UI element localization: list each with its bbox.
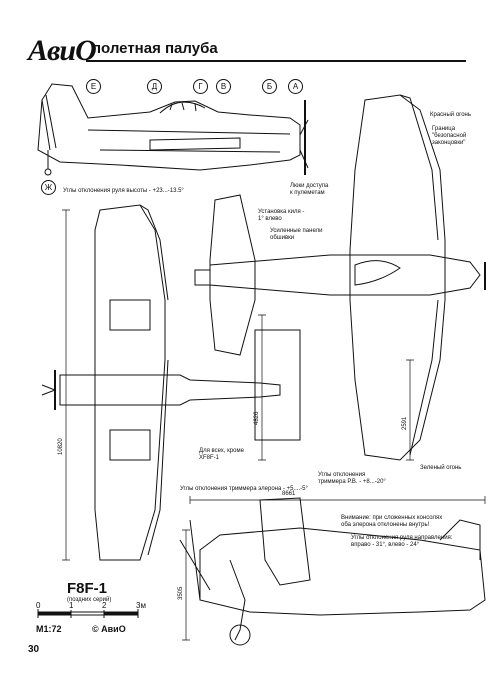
marker-e: Е <box>86 79 101 94</box>
label-safe-tip-3: законцовки" <box>432 140 466 146</box>
dim-folded-height: 3505 <box>178 586 184 600</box>
scale-0: 0 <box>36 601 41 610</box>
header-rule <box>86 60 466 62</box>
section-title: полетная палуба <box>92 40 218 57</box>
marker-v: В <box>216 79 231 94</box>
label-trim-deflection-1: Углы отклонения <box>318 472 366 478</box>
marker-a: А <box>288 79 303 94</box>
label-all-except-1: Для всех, кроме <box>199 448 244 454</box>
scale-1: 1 <box>69 601 74 610</box>
label-green-light: Зеленый огонь <box>420 465 462 471</box>
scale-bar-graphic <box>37 609 139 618</box>
label-safe-tip-1: Граница <box>432 126 456 132</box>
dimension-lines <box>62 209 486 641</box>
folded-view-drawing <box>179 497 486 646</box>
label-folded-note-1: Внимание: при сложенных консолях <box>341 515 443 521</box>
label-mg-hatch-1: Люки доступа <box>290 183 329 189</box>
label-folded-note-2: оба элерона отклонены внутрь! <box>341 522 430 528</box>
marker-zh: Ж <box>41 180 56 195</box>
label-mg-hatch-2: к пулеметам <box>290 190 325 196</box>
label-rudder-deflection-2: вправо - 31°, влево - 24° <box>351 542 420 548</box>
page-number: 30 <box>28 644 40 655</box>
dim-tail-span: 4826 <box>254 411 260 425</box>
label-safe-tip-2: "безопасной <box>432 133 467 139</box>
plan-view-drawing <box>41 204 301 561</box>
label-elevator-deflection: Углы отклонения руля высоты - +23...-13.… <box>63 188 184 194</box>
marker-b: Б <box>262 79 277 94</box>
copyright: © АвиО <box>92 624 126 634</box>
label-trim-deflection-2: триммера Р.В. - +8...-20° <box>318 479 386 485</box>
scale-ratio: М1:72 <box>36 624 62 634</box>
scale-3: 3м <box>136 601 146 610</box>
marker-g: Г <box>193 79 208 94</box>
dim-length: 8661 <box>282 491 296 497</box>
label-red-light: Красный огонь <box>430 112 471 118</box>
label-aileron-trim: Углы отклонения триммера элерона - +5...… <box>180 486 308 492</box>
label-cowl-panel-1: Усиленные панели <box>270 228 323 234</box>
label-fin-setting-2: 1° влево <box>258 216 282 222</box>
marker-d: Д <box>147 79 162 94</box>
label-rudder-deflection-1: Углы отклонения руля направления: <box>351 535 453 541</box>
aircraft-series: (поздних серий) <box>67 597 112 603</box>
dim-span: 10820 <box>58 438 64 455</box>
scale-2: 2 <box>102 601 107 610</box>
side-view-drawing <box>37 83 309 176</box>
label-fin-setting-1: Установка киля - <box>258 209 305 215</box>
dim-height: 2591 <box>402 416 408 430</box>
magazine-logo: АвиО <box>28 34 97 67</box>
label-all-except-2: XF8F-1 <box>199 455 220 461</box>
aircraft-designation: F8F-1 <box>67 580 108 597</box>
top-view-drawing <box>194 94 486 461</box>
label-cowl-panel-2: обшивки <box>270 235 295 241</box>
